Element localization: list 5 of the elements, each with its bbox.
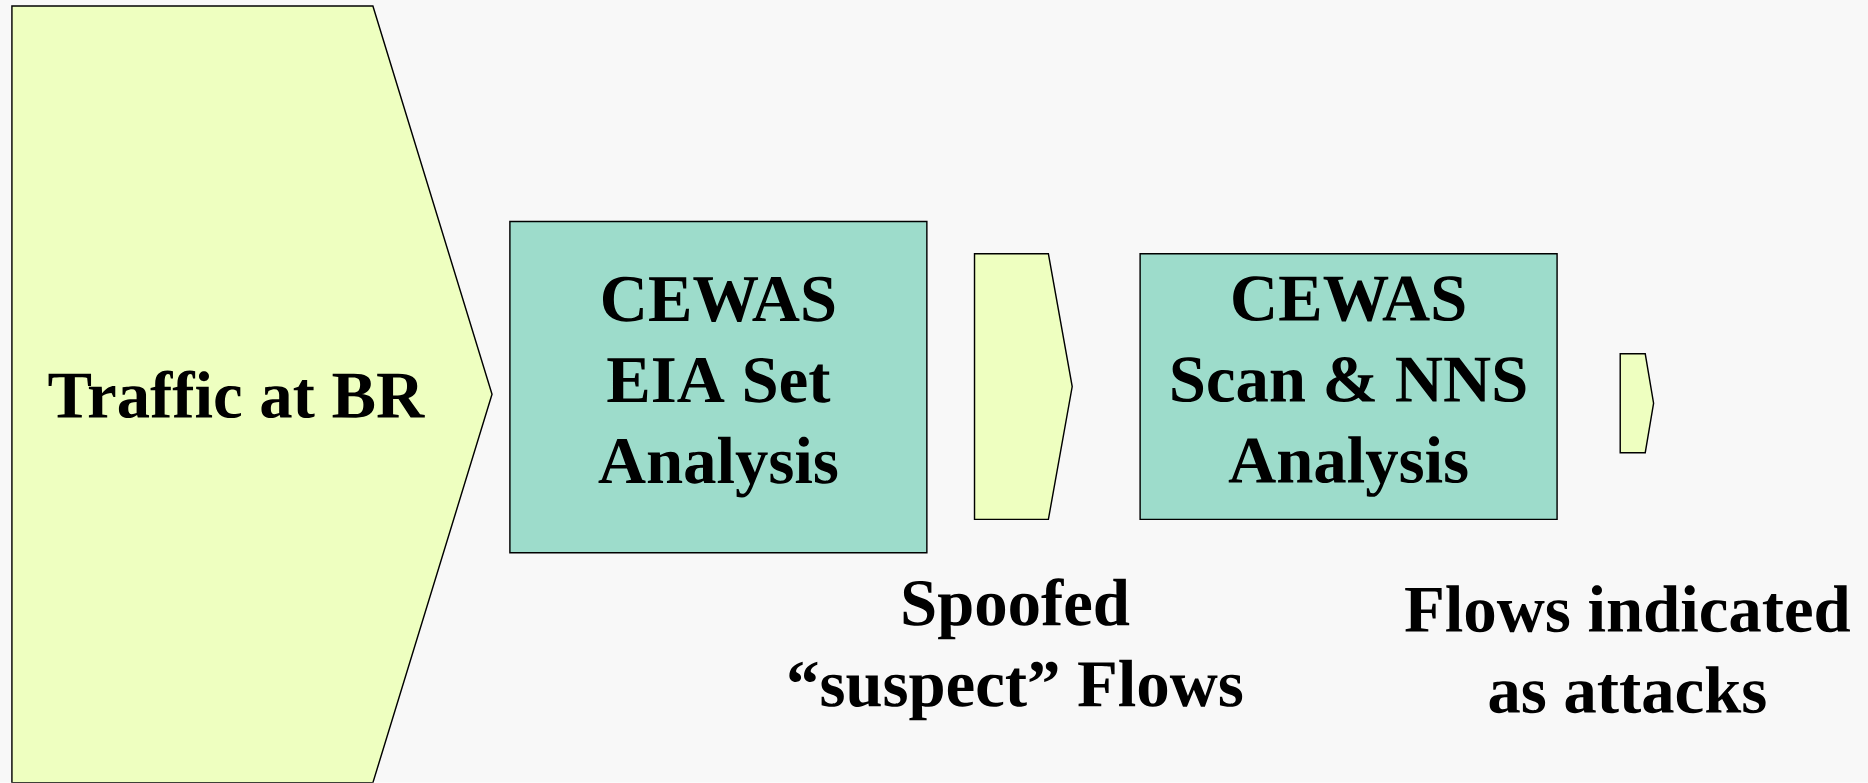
process-box: CEWAS Scan & NNS Analysis (1139, 253, 1558, 521)
process-box: CEWAS EIA Set Analysis (509, 221, 928, 554)
arrow-shape (973, 253, 1073, 521)
caption-text: Spoofed “suspect” Flows (789, 578, 1243, 721)
caption-text: Flows indicated as attacks (1405, 585, 1850, 714)
